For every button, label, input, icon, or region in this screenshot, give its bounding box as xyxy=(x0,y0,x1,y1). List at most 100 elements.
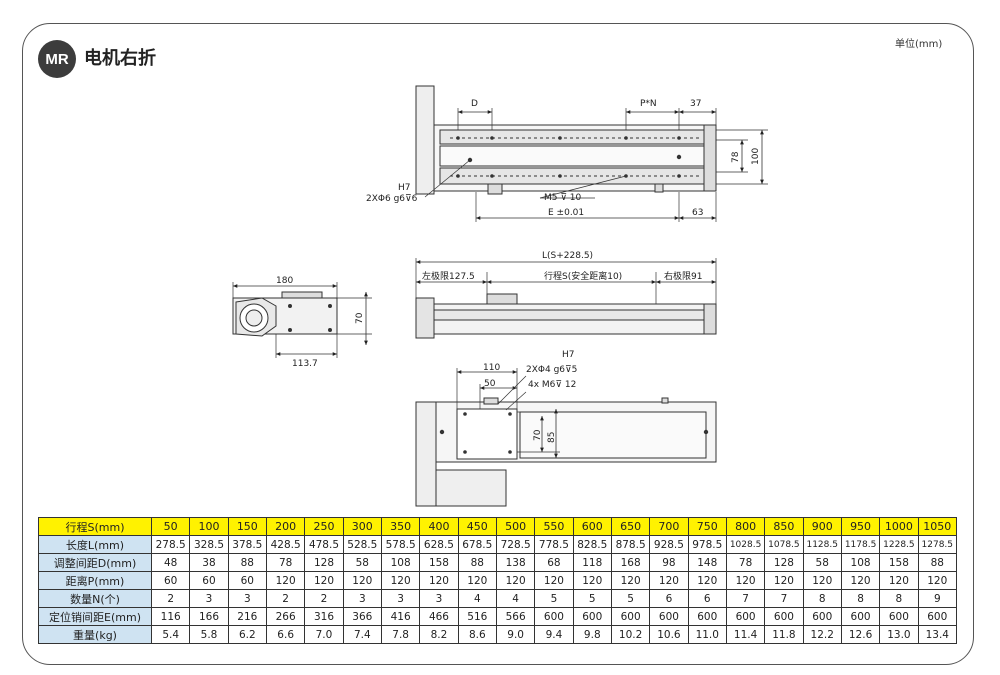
table-cell: 128 xyxy=(764,553,804,572)
table-cell: 5.8 xyxy=(189,625,229,644)
table-cell: 378.5 xyxy=(227,535,267,554)
table-cell: 118 xyxy=(572,553,612,572)
table-cell: 120 xyxy=(534,571,574,590)
table-cell: 12.2 xyxy=(802,625,842,644)
table-cell: 316 xyxy=(304,607,344,626)
dim-110: 110 xyxy=(483,363,500,373)
table-cell: 10.6 xyxy=(649,625,689,644)
table-cell: 150 xyxy=(227,517,267,536)
table-cell: 728.5 xyxy=(495,535,536,554)
table-cell: 120 xyxy=(457,571,497,590)
table-cell: 266 xyxy=(265,607,306,626)
side-view xyxy=(415,258,717,339)
table-cell: 120 xyxy=(610,571,651,590)
row-label: 距离P(mm) xyxy=(38,571,152,590)
table-cell: 8 xyxy=(840,589,881,608)
table-cell: 278.5 xyxy=(150,535,191,554)
table-cell: 1000 xyxy=(879,517,919,536)
table-cell: 168 xyxy=(610,553,651,572)
table-cell: 60 xyxy=(227,571,267,590)
table-cell: 600 xyxy=(725,607,766,626)
table-cell: 600 xyxy=(572,607,612,626)
table-cell: 3 xyxy=(380,589,421,608)
table-cell: 828.5 xyxy=(572,535,612,554)
table-cell: 7.4 xyxy=(342,625,382,644)
table-cell: 120 xyxy=(304,571,344,590)
table-cell: 778.5 xyxy=(534,535,574,554)
table-cell: 800 xyxy=(725,517,766,536)
table-cell: 120 xyxy=(265,571,306,590)
table-cell: 500 xyxy=(495,517,536,536)
page-title: 电机右折 xyxy=(84,48,156,69)
dim-m5: M5 ⊽ 10 xyxy=(544,193,582,203)
table-cell: 7 xyxy=(725,589,766,608)
table-cell: 10.2 xyxy=(610,625,651,644)
dim-85: 85 xyxy=(547,432,557,443)
table-cell: 850 xyxy=(764,517,804,536)
row-label: 行程S(mm) xyxy=(38,517,152,536)
table-cell: 600 xyxy=(840,607,881,626)
table-cell: 8.6 xyxy=(457,625,497,644)
table-cell: 678.5 xyxy=(457,535,497,554)
table-cell: 1050 xyxy=(917,517,958,536)
table-cell: 1178.5 xyxy=(840,535,881,554)
dim-pn: P*N xyxy=(640,99,657,109)
table-cell: 58 xyxy=(342,553,382,572)
table-cell: 450 xyxy=(457,517,497,536)
table-cell: 600 xyxy=(610,607,651,626)
table-cell: 6 xyxy=(687,589,727,608)
table-cell: 550 xyxy=(534,517,574,536)
table-cell: 5 xyxy=(572,589,612,608)
table-cell: 9 xyxy=(917,589,958,608)
dim-d: D xyxy=(471,99,478,109)
table-cell: 366 xyxy=(342,607,382,626)
table-cell: 600 xyxy=(917,607,958,626)
dim-pin-bottom: 2XΦ4 g6⊽5 xyxy=(526,365,577,375)
table-cell: 1228.5 xyxy=(879,535,919,554)
row-label: 调整间距D(mm) xyxy=(38,553,152,572)
dim-180: 180 xyxy=(276,276,293,286)
table-cell: 78 xyxy=(725,553,766,572)
table-cell: 5.4 xyxy=(150,625,191,644)
table-cell: 38 xyxy=(189,553,229,572)
table-cell: 750 xyxy=(687,517,727,536)
table-cell: 7.0 xyxy=(304,625,344,644)
table-cell: 88 xyxy=(917,553,958,572)
table-cell: 120 xyxy=(495,571,536,590)
table-cell: 1128.5 xyxy=(802,535,842,554)
table-cell: 1028.5 xyxy=(725,535,766,554)
table-cell: 5 xyxy=(610,589,651,608)
motor-flange xyxy=(415,85,435,195)
table-cell: 120 xyxy=(802,571,842,590)
row-label: 长度L(mm) xyxy=(38,535,152,554)
table-cell: 120 xyxy=(572,571,612,590)
table-cell: 6.2 xyxy=(227,625,267,644)
table-cell: 2 xyxy=(150,589,191,608)
table-cell: 98 xyxy=(649,553,689,572)
table-cell: 116 xyxy=(150,607,191,626)
table-cell: 250 xyxy=(304,517,344,536)
table-cell: 8 xyxy=(802,589,842,608)
table-cell: 578.5 xyxy=(380,535,421,554)
table-cell: 466 xyxy=(419,607,459,626)
table-cell: 650 xyxy=(610,517,651,536)
table-cell: 58 xyxy=(802,553,842,572)
dim-70-end: 70 xyxy=(355,312,365,324)
table-cell: 350 xyxy=(380,517,421,536)
table-cell: 400 xyxy=(419,517,459,536)
table-cell: 68 xyxy=(534,553,574,572)
top-view xyxy=(415,85,768,222)
table-cell: 216 xyxy=(227,607,267,626)
table-cell: 120 xyxy=(419,571,459,590)
table-cell: 300 xyxy=(342,517,382,536)
table-cell: 120 xyxy=(380,571,421,590)
table-cell: 12.6 xyxy=(840,625,881,644)
dim-113: 113.7 xyxy=(292,359,318,369)
table-cell: 120 xyxy=(879,571,919,590)
table-cell: 78 xyxy=(265,553,306,572)
table-cell: 120 xyxy=(649,571,689,590)
table-cell: 60 xyxy=(189,571,229,590)
